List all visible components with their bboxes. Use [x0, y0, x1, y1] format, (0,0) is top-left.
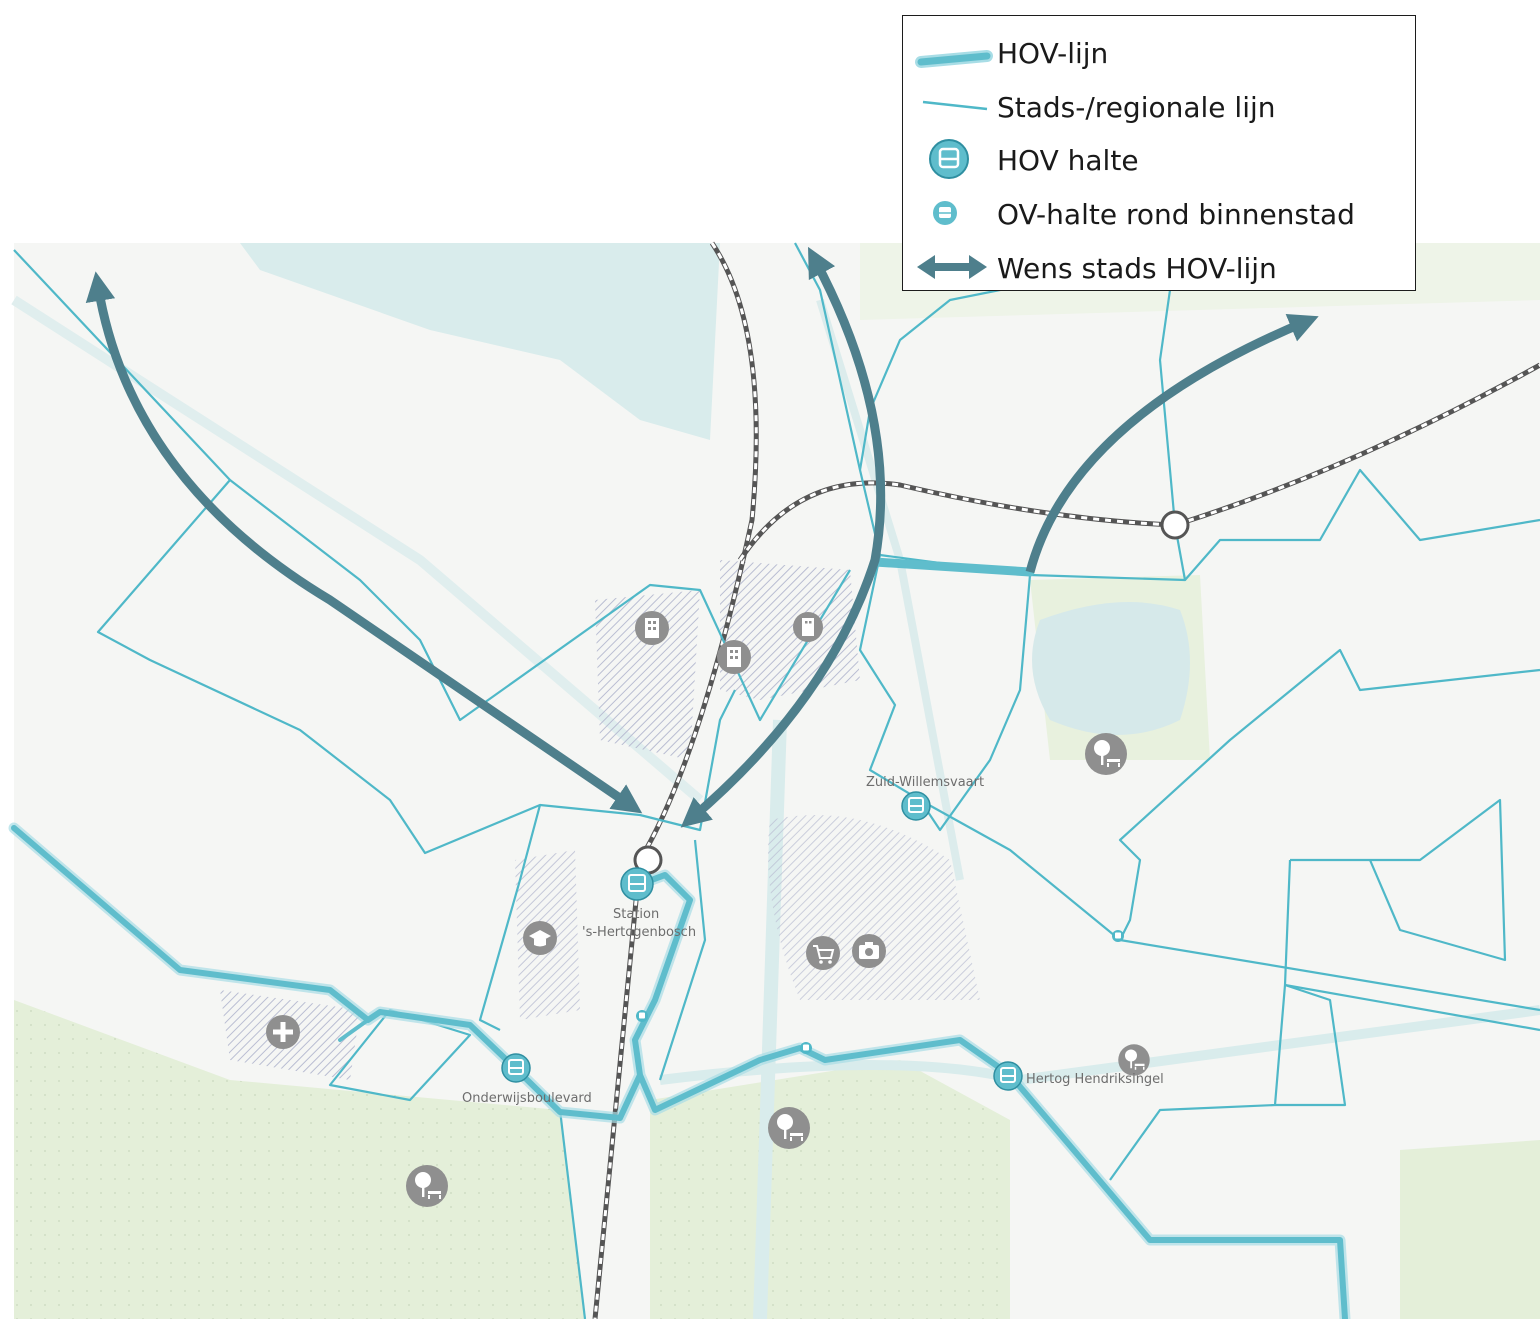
legend-item-hov-line: HOV-lijn [903, 28, 1415, 76]
park-bench-icon [768, 1107, 810, 1149]
office-building-icon [635, 611, 669, 645]
legend-label-wish-line: Wens stads HOV-lijn [997, 252, 1277, 285]
shopping-cart-icon [806, 936, 840, 970]
points-of-interest [266, 611, 1150, 1207]
hospital-icon [266, 1015, 300, 1049]
wish-arrow-northeast [1025, 314, 1319, 574]
legend-item-hov-stop: HOV halte [903, 135, 1415, 183]
legend-item-ov-stop: OV-halte rond binnenstad [903, 189, 1415, 237]
bus-icon [620, 867, 654, 901]
bus-icon [901, 791, 931, 821]
stop-labels: Zuid-Willemsvaart Station 's-Hertogenbos… [462, 775, 1164, 1106]
camera-icon [852, 934, 886, 968]
graduation-cap-icon [523, 921, 557, 955]
city-line-swatch [922, 100, 988, 111]
hov-stops [501, 791, 1023, 1091]
small-bus-icon [800, 1042, 812, 1054]
bus-icon [993, 1061, 1023, 1091]
stop-label-station-line1: Station [613, 907, 659, 922]
park-bench-icon [1085, 733, 1127, 775]
ov-stops [636, 930, 1124, 1054]
small-bus-icon [933, 201, 957, 225]
stop-label-onderwijsboulevard: Onderwijsboulevard [462, 1091, 592, 1106]
wish-arrow-northwest [85, 271, 643, 814]
wish-arrow-north [680, 246, 886, 828]
bus-icon [929, 139, 969, 179]
legend-item-city-line: Stads-/regionale lijn [903, 82, 1415, 130]
legend-item-wish-line: Wens stads HOV-lijn [903, 243, 1415, 291]
bus-icon [501, 1053, 531, 1083]
stop-label-zuid-willemsvaart: Zuid-Willemsvaart [866, 775, 984, 790]
park-bench-icon [406, 1165, 448, 1207]
double-arrow-icon [917, 255, 987, 279]
office-building-icon [793, 612, 823, 642]
legend-label-hov-line: HOV-lijn [997, 37, 1109, 70]
wish-arrows [85, 246, 1319, 828]
hov-line-swatch [915, 50, 993, 68]
small-bus-icon [1112, 930, 1124, 942]
stop-label-station-line2: 's-Hertogenbosch [582, 925, 696, 940]
legend-label-ov-stop: OV-halte rond binnenstad [997, 198, 1355, 231]
small-bus-icon [636, 1010, 648, 1022]
legend-label-hov-stop: HOV halte [997, 144, 1139, 177]
hov-line [8, 557, 1351, 1319]
stop-label-hertog-hendriksingel: Hertog Hendriksingel [1026, 1072, 1164, 1087]
office-building-icon [717, 640, 751, 674]
map-legend: HOV-lijn Stads-/regionale lijn HOV halte… [902, 15, 1416, 291]
railway-stations [633, 510, 1190, 875]
legend-label-city-line: Stads-/regionale lijn [997, 91, 1276, 124]
station-circle-icon [1160, 510, 1190, 540]
